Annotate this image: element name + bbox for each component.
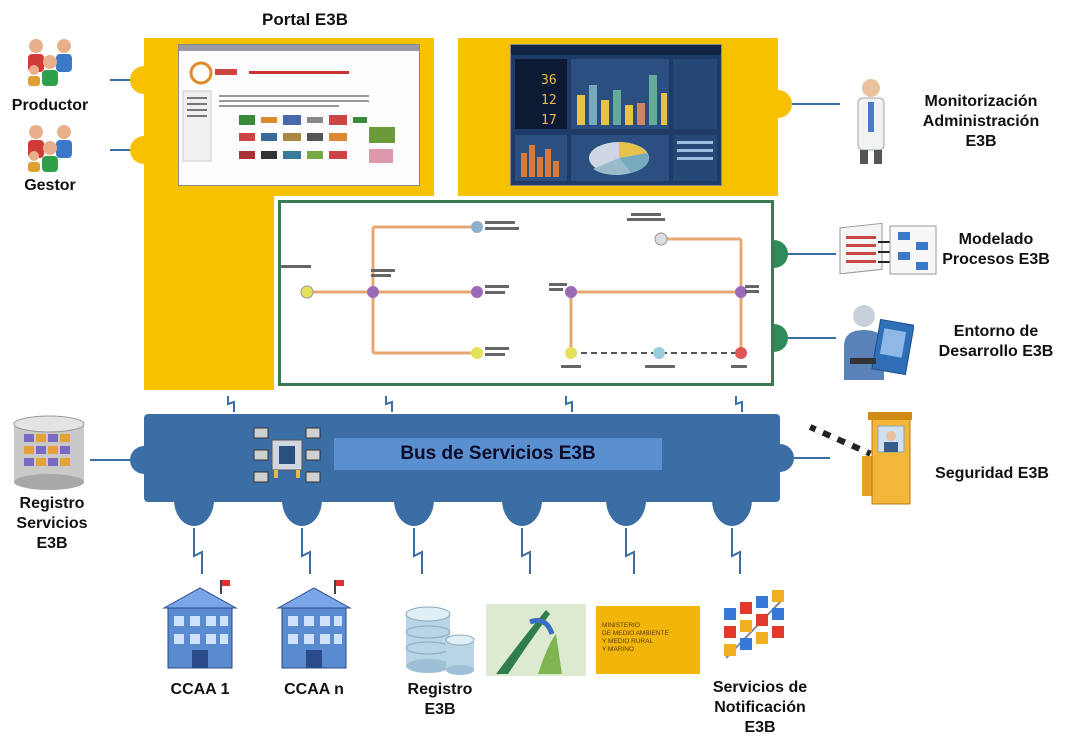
database-cylinder-icon: [10, 414, 88, 490]
portal-page-mock: [179, 45, 419, 163]
actor-label-productor: Productor: [11, 97, 89, 114]
admin-person-icon: [846, 76, 896, 166]
database-stack-icon: [402, 600, 478, 676]
security-booth-icon: [808, 410, 912, 506]
ministry-sign-text: MINISTERIO DE MEDIO AMBIENTE Y MEDIO RUR…: [602, 622, 669, 653]
portal-title: Portal E3B: [262, 10, 348, 29]
bottom-label-notificacion: Servicios de Notificación E3B: [712, 679, 808, 736]
dashboard-number-2: 12: [541, 93, 557, 108]
ministry-sign-icon: MINISTERIO DE MEDIO AMBIENTE Y MEDIO RUR…: [596, 606, 700, 674]
process-model-icon: [838, 218, 938, 282]
process-flow-diagram: [281, 213, 759, 368]
process-model-panel: [278, 200, 774, 386]
monitoring-label: Monitorización Administración E3B: [922, 93, 1040, 150]
bottom-label-registro: Registro E3B: [407, 681, 473, 718]
dashboard-screenshot: 36 12 17: [510, 44, 722, 186]
dashboard-number-3: 17: [541, 113, 557, 128]
security-label: Seguridad E3B: [935, 465, 1049, 482]
people-group-icon: [22, 122, 78, 174]
development-env-label: Entorno de Desarrollo E3B: [938, 323, 1054, 360]
portal-screenshot: [178, 44, 420, 186]
building-icon: [276, 580, 352, 670]
bottom-label-ccaa-n: CCAA n: [284, 681, 344, 698]
process-modeling-label: Modelado Procesos E3B: [942, 231, 1050, 268]
dashboard-mock: [511, 45, 721, 181]
dashboard-number-1: 36: [541, 73, 557, 88]
developer-icon: [840, 300, 914, 382]
people-group-icon: [22, 36, 78, 88]
bottom-label-ccaa-1: CCAA 1: [170, 681, 230, 698]
service-bus-label: Bus de Servicios E3B: [334, 438, 662, 470]
service-bus-icon: [252, 424, 322, 486]
ministry-logo-icon: [486, 604, 586, 676]
actor-label-gestor: Gestor: [24, 177, 76, 194]
building-icon: [162, 580, 238, 670]
notification-cubes-icon: [718, 578, 790, 662]
registry-services-label: Registro Servicios E3B: [16, 495, 88, 552]
